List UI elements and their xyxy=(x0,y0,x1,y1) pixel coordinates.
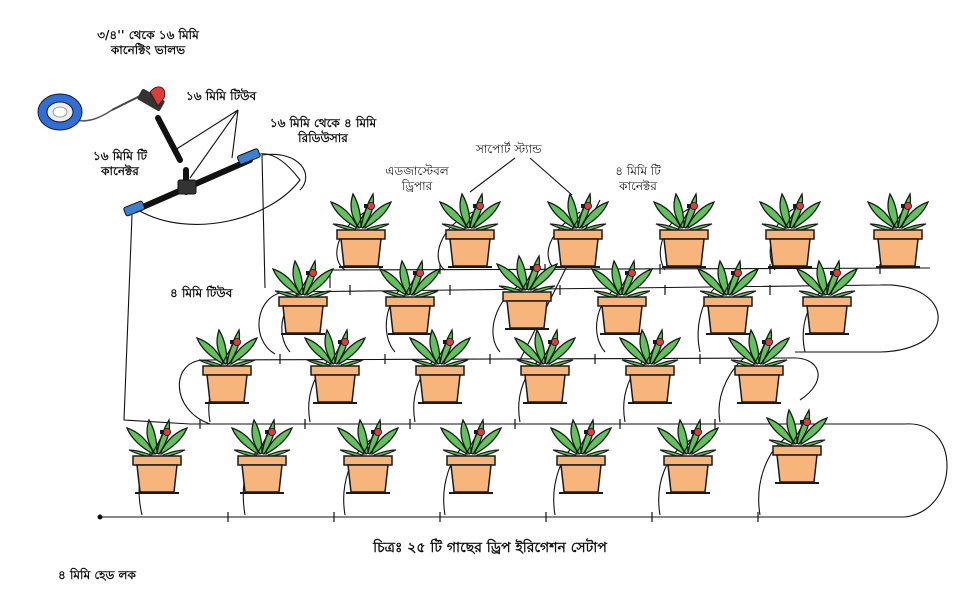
valve-label-line2: কানেক্টিং ভালভ xyxy=(110,43,186,57)
reducer-icon xyxy=(123,148,261,217)
tee4-label: ৪ মিমি টি কানেক্টর xyxy=(598,164,678,194)
tee16-label-line1: ১৬ মিমি টি xyxy=(92,149,148,163)
head-lock-icon xyxy=(97,514,103,520)
figure-caption: চিত্রঃ ২৫ টি গাছের ড্রিপ ইরিগেশন সেটাপ xyxy=(373,540,607,556)
tee-connector-icon xyxy=(177,179,197,195)
tube16-label: ১৬ মিমি টিউব xyxy=(186,89,257,103)
tee4-label-line2: কানেক্টর xyxy=(619,179,657,193)
tee16-label-line2: কানেক্টর xyxy=(101,164,139,178)
tee16-label: ১৬ মিমি টি কানেক্টর xyxy=(80,149,160,179)
dripper-label-line2: ড্রিপার xyxy=(401,179,433,193)
reducer-label-line2: রিডিউসার xyxy=(298,131,348,145)
valve-label-line1: ৩/৪'' থেকে ১৬ মিমি xyxy=(97,28,199,42)
reducer-label-line1: ১৬ মিমি থেকে ৪ মিমি xyxy=(269,116,377,130)
teflon-tape-icon xyxy=(37,93,113,131)
potted-plants xyxy=(126,193,929,494)
tee4-label-line1: ৪ মিমি টি xyxy=(615,164,661,178)
tube4-label: ৪ মিমি টিউব xyxy=(170,286,233,300)
dripper-label-line1: এডজাস্টেবল xyxy=(385,164,449,178)
dripper-label: এডজাস্টেবল ড্রিপার xyxy=(372,164,462,194)
reducer-label: ১৬ মিমি থেকে ৪ মিমি রিডিউসার xyxy=(258,116,388,146)
support-stand-label: সাপোর্ট স্ট্যান্ড xyxy=(476,142,542,156)
tee-connectors-4mm xyxy=(199,264,881,522)
end-lock-label: ৪ মিমি হেড লক xyxy=(58,568,136,582)
valve-label: ৩/৪'' থেকে ১৬ মিমি কানেক্টিং ভালভ xyxy=(88,28,208,58)
valve-icon xyxy=(111,86,166,111)
